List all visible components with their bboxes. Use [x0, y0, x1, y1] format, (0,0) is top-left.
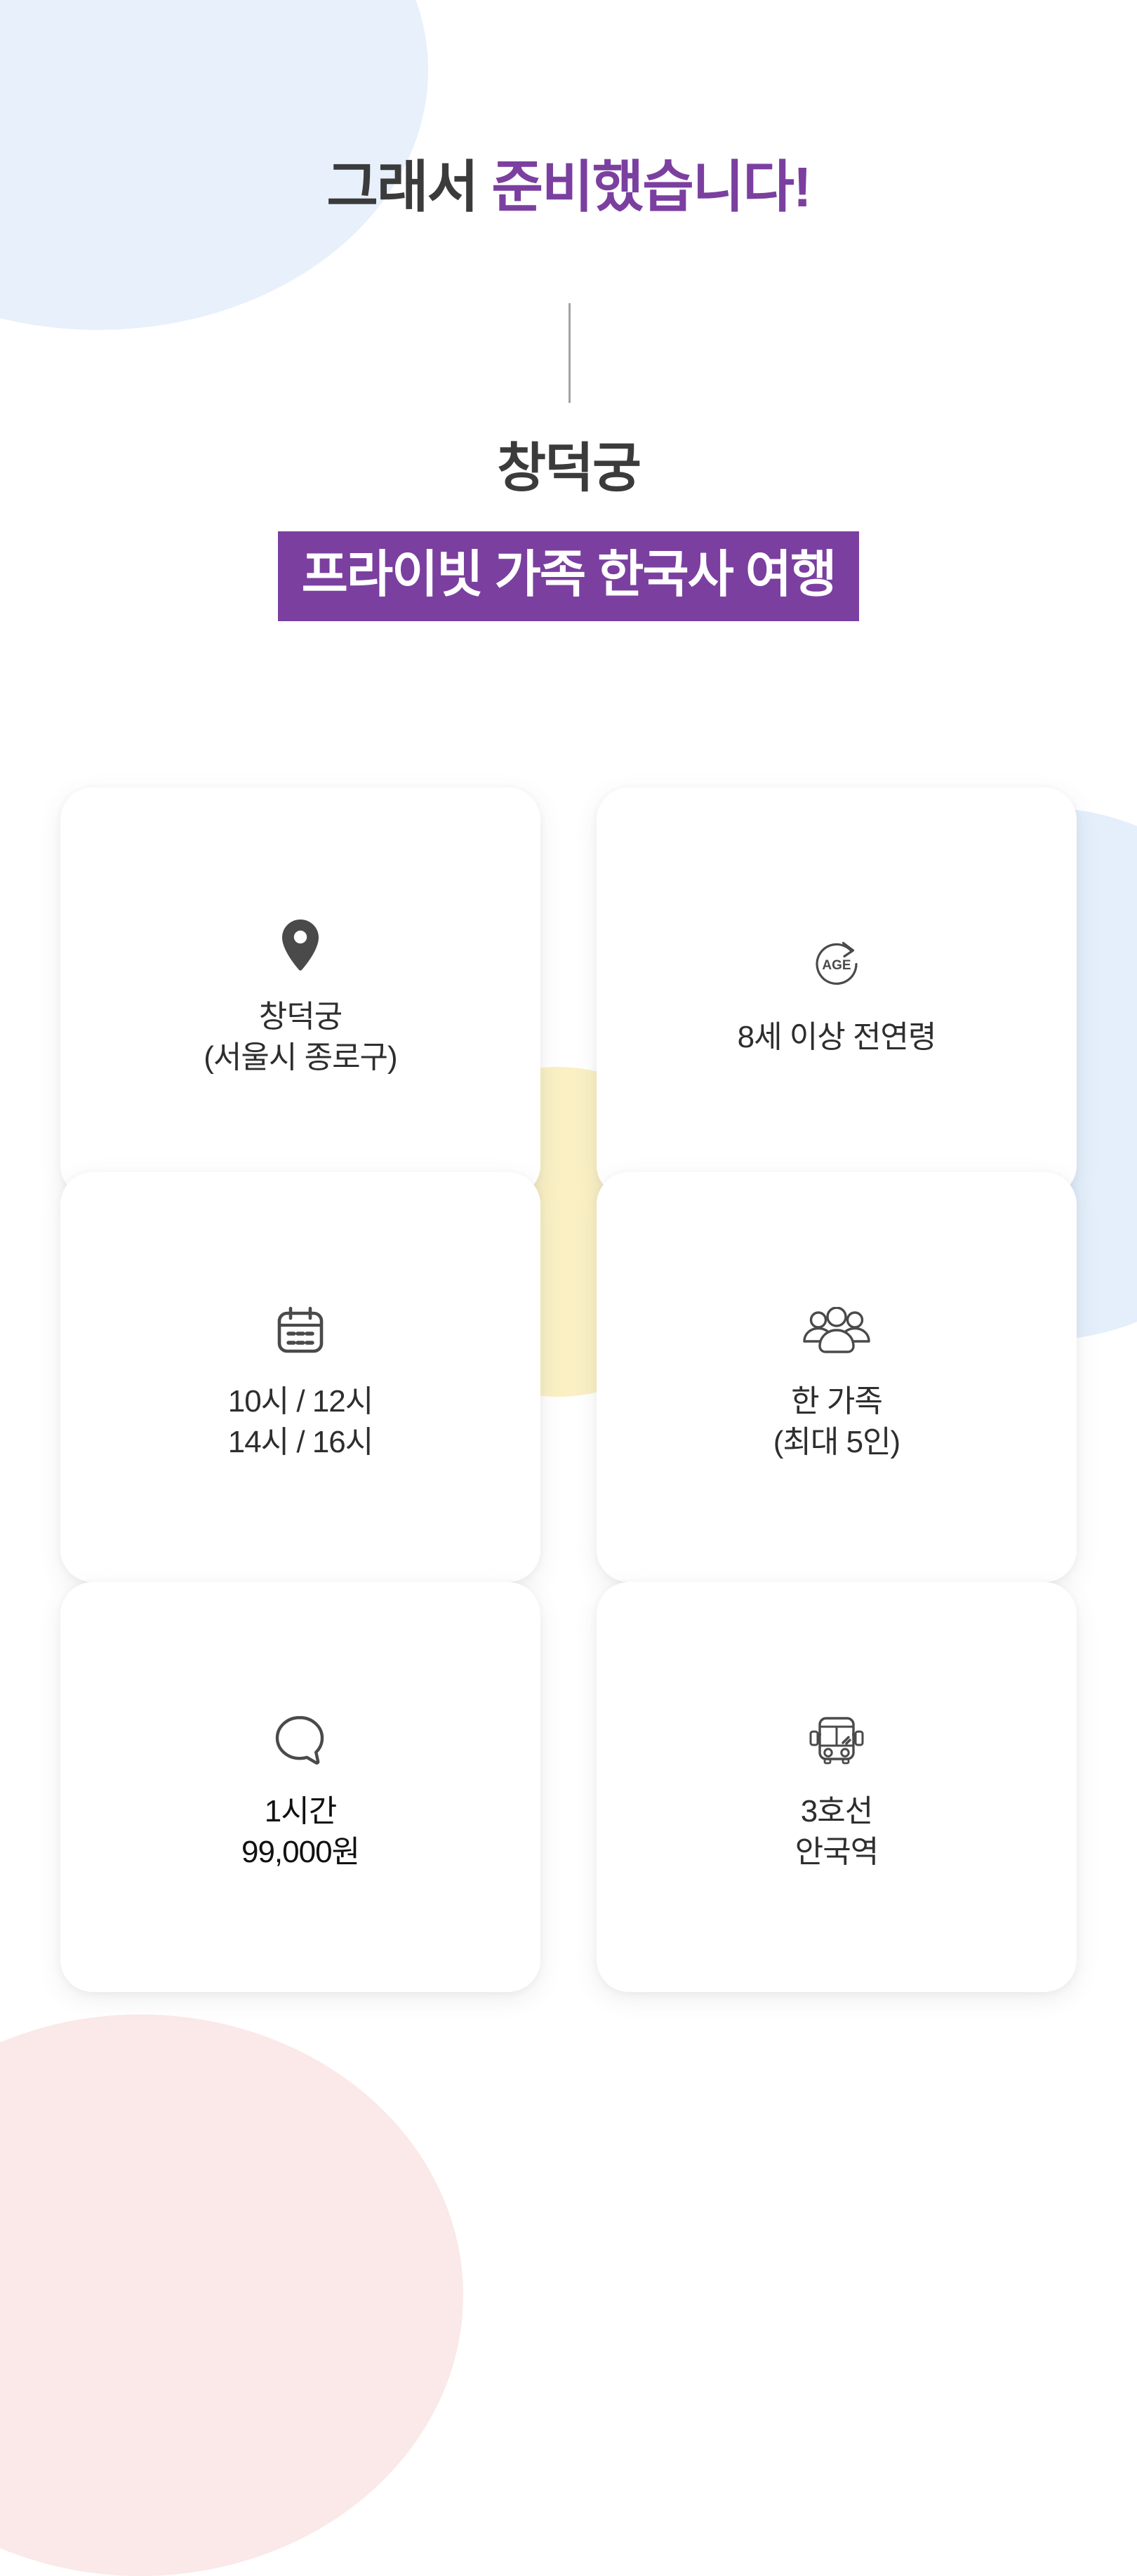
info-card-schedule-text: 10시 / 12시 14시 / 16시	[227, 1383, 374, 1459]
info-card-transit[interactable]: 3호선 안국역	[597, 1582, 1077, 1992]
age-icon: AGE	[809, 927, 865, 1004]
info-card-age[interactable]: AGE 8세 이상 전연령	[597, 788, 1077, 1197]
info-card-location-text: 창덕궁 (서울시 종로구)	[204, 999, 397, 1075]
promo-page: 그래서 준비했습니다! 창덕궁 프라이빗 가족 한국사 여행 창덕궁 (서울시 …	[0, 156, 1137, 2017]
info-card-age-text: 8세 이상 전연령	[737, 1019, 937, 1054]
info-card-location[interactable]: 창덕궁 (서울시 종로구)	[60, 788, 540, 1197]
info-card-transit-text: 3호선 안국역	[794, 1793, 879, 1869]
people-group-icon	[803, 1292, 870, 1369]
title-banner: 프라이빗 가족 한국사 여행	[277, 531, 860, 621]
page-headline: 그래서 준비했습니다!	[0, 156, 1137, 219]
calendar-icon	[274, 1292, 327, 1369]
svg-text:AGE: AGE	[822, 958, 851, 973]
headline-dark-part: 그래서	[326, 156, 492, 218]
headline-accent-part: 준비했습니다!	[491, 156, 811, 218]
info-card-duration-price-text: 1시간 99,000원	[241, 1793, 360, 1869]
page-title: 창덕궁	[497, 439, 641, 498]
vertical-divider	[568, 303, 571, 403]
bus-icon	[808, 1701, 865, 1779]
title-banner-wrapper: 프라이빗 가족 한국사 여행	[0, 531, 1137, 621]
info-card-group-size[interactable]: 한 가족 (최대 5인)	[597, 1172, 1077, 1582]
info-card-duration-price[interactable]: 1시간 99,000원	[60, 1582, 540, 1992]
speech-bubble-icon	[274, 1701, 326, 1779]
info-card-group-size-text: 한 가족 (최대 5인)	[773, 1383, 900, 1459]
info-card-schedule[interactable]: 10시 / 12시 14시 / 16시	[60, 1172, 540, 1582]
info-card-grid: 창덕궁 (서울시 종로구) AGE 8세 이상 전연령	[60, 788, 1077, 2017]
map-pin-icon	[279, 907, 322, 984]
